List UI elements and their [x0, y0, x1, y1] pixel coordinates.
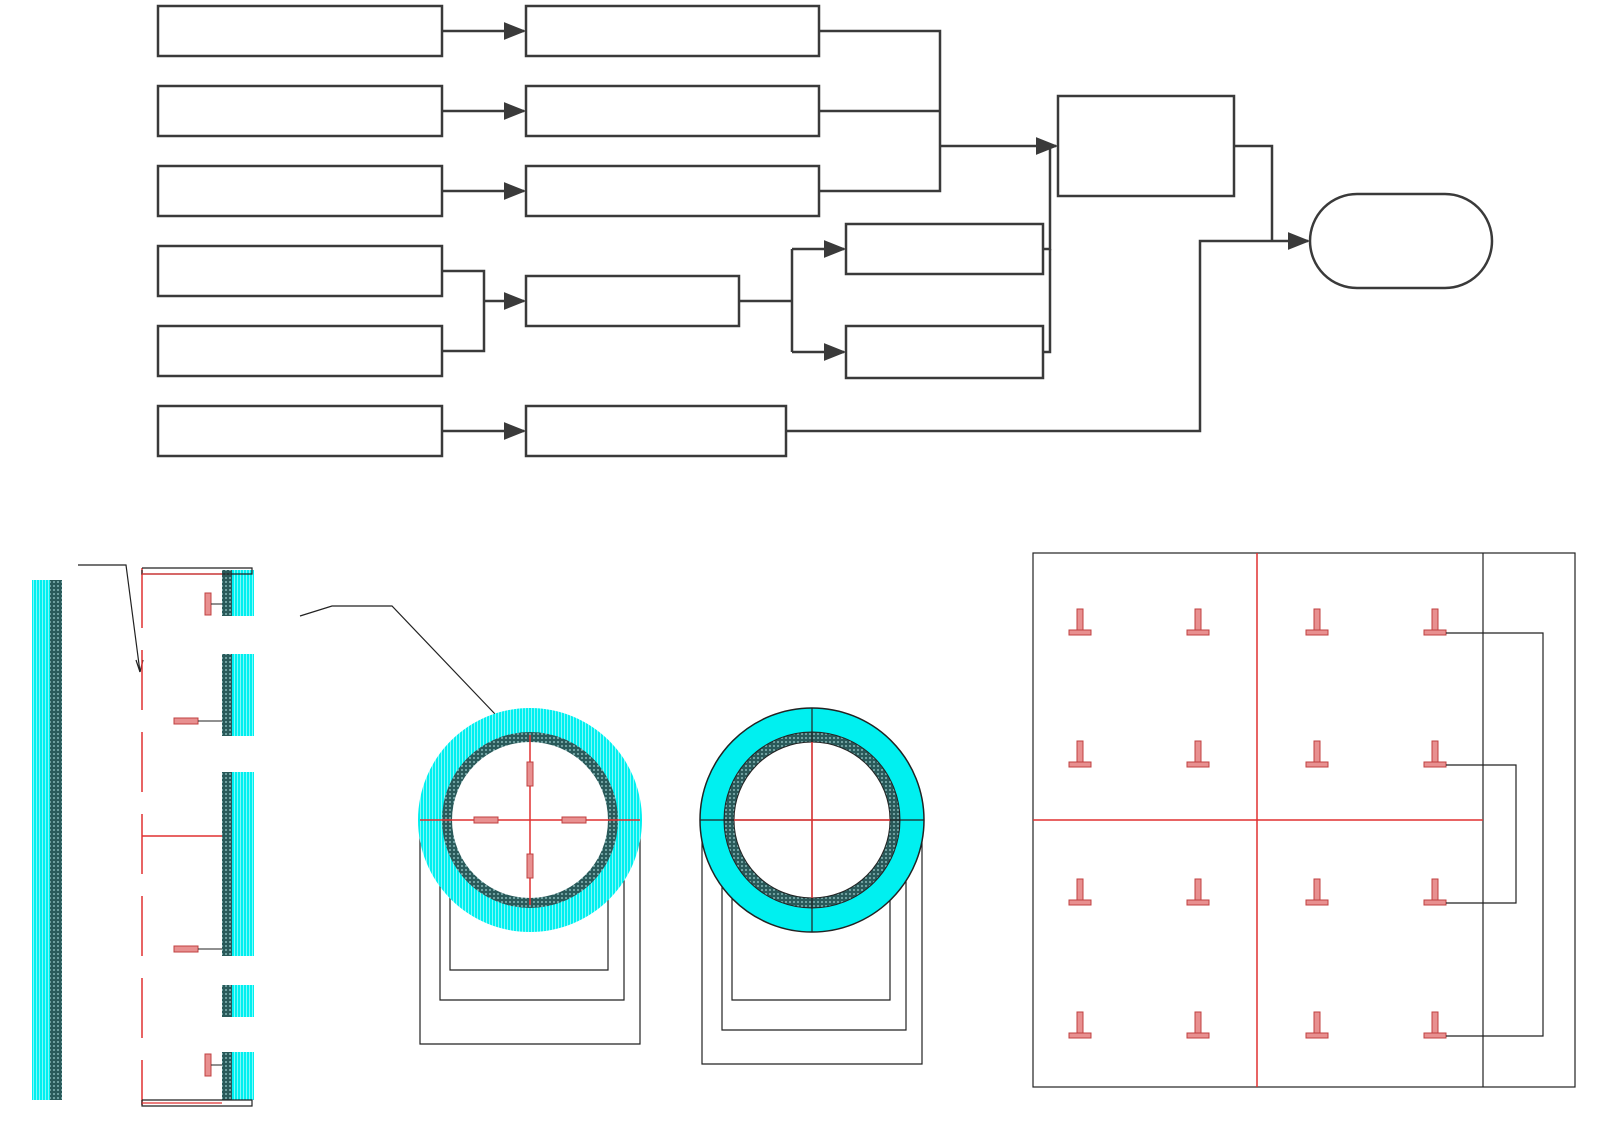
flow-box-input-4 — [156, 244, 444, 298]
grid-sensor — [1186, 740, 1210, 768]
flow-box-collector — [1056, 94, 1236, 198]
cross-section-plain — [699, 707, 925, 1065]
grid-sensor — [1423, 878, 1447, 906]
grid-sensor — [1423, 608, 1447, 636]
grid-sensor — [1186, 878, 1210, 906]
ring-sensors — [473, 761, 587, 879]
wall-segments — [222, 570, 254, 1100]
flowchart — [156, 4, 1494, 458]
grid-sensor — [1186, 1011, 1210, 1039]
grid-sensor — [1068, 608, 1092, 636]
flow-box-input-2 — [156, 84, 444, 138]
grid-sensor — [1068, 878, 1092, 906]
core-strip-left — [50, 580, 62, 1100]
grid-sensor — [1423, 1011, 1447, 1039]
flow-box-branch-b — [844, 324, 1045, 380]
grid-sensor — [1068, 740, 1092, 768]
grid-sensor — [1305, 608, 1329, 636]
flow-box-stage-3 — [524, 164, 821, 218]
sensor-grid-drawing — [1032, 552, 1576, 1088]
flow-box-stage-2 — [524, 84, 821, 138]
grid-sensor — [1305, 740, 1329, 768]
cross-section-sensors — [299, 605, 642, 1045]
flowchart-connectors — [442, 22, 1311, 440]
leader-line-left — [78, 564, 141, 673]
grid-sensor — [1305, 1011, 1329, 1039]
side-sensors — [173, 592, 212, 1077]
side-view-drawing — [32, 564, 254, 1107]
flow-box-stage-6 — [524, 404, 788, 458]
grid-sensor — [1423, 740, 1447, 768]
grid-wiring — [1446, 632, 1544, 1037]
flow-box-terminal — [1308, 192, 1494, 290]
flow-box-stage-1 — [524, 4, 821, 58]
grid-sensors — [1068, 608, 1447, 1039]
flow-box-input-5 — [156, 324, 444, 378]
grid-sensor — [1305, 878, 1329, 906]
flow-box-branch-a — [844, 222, 1045, 276]
grid-sensor — [1068, 1011, 1092, 1039]
flow-box-stage-merge — [524, 274, 741, 328]
insulation-strip-left — [32, 580, 52, 1100]
grid-sensor — [1186, 608, 1210, 636]
flow-box-input-3 — [156, 164, 444, 218]
flow-box-input-6 — [156, 404, 444, 458]
flow-box-input-1 — [156, 4, 444, 58]
